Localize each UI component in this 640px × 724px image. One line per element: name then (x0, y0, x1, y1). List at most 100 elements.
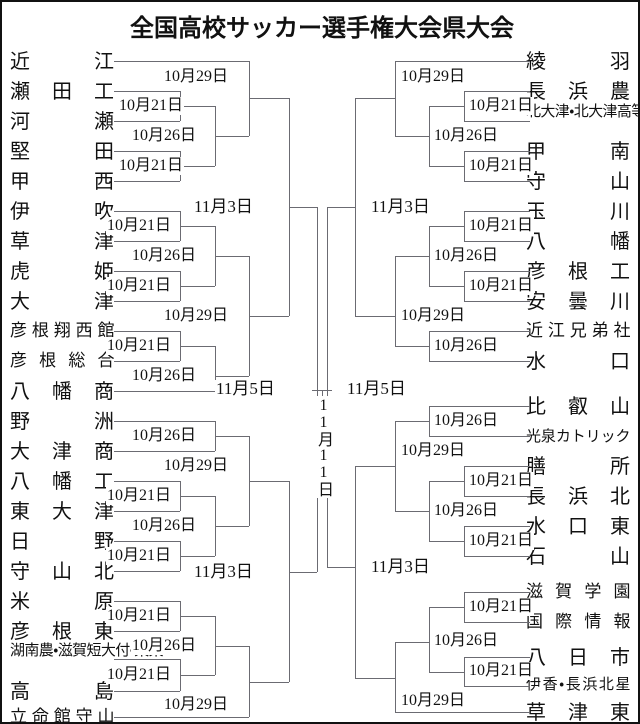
team-name: 河瀬 (10, 109, 114, 133)
team-entry[interactable]: 野洲 (10, 406, 114, 436)
team-entry[interactable]: 伊吹 (10, 196, 114, 226)
match-date: 11月3日 (193, 562, 254, 581)
team-entry[interactable]: 日野 (10, 526, 114, 556)
team-name: 大津 (10, 289, 114, 313)
team-entry[interactable]: 長浜農 (526, 76, 630, 106)
team-entry[interactable]: 堅田 (10, 136, 114, 166)
team-name: 長浜北 (526, 484, 630, 508)
team-entry[interactable]: 彦根東 (10, 616, 114, 646)
match-date: 10月29日 (163, 68, 230, 86)
bracket-line (327, 207, 355, 208)
bracket-line (395, 642, 429, 643)
team-entry[interactable]: 河瀬 (10, 106, 114, 136)
match-date: 10月21日 (468, 157, 535, 175)
bracket-line (355, 466, 356, 678)
bracket-line (114, 631, 180, 632)
bracket-line (464, 121, 530, 122)
team-entry[interactable]: 彦根総合 (10, 346, 115, 376)
bracket-line (464, 622, 530, 623)
team-entry[interactable]: 比叡山 (526, 391, 630, 421)
bracket-line (180, 675, 215, 676)
match-date: 11月5日 (346, 379, 407, 398)
team-name: 立命館守山 (10, 707, 115, 724)
team-entry[interactable]: 水口 (526, 346, 630, 376)
bracket-line (429, 106, 430, 166)
team-entry[interactable]: 八幡 (526, 226, 630, 256)
team-entry[interactable]: 伊香・長浜北星 (526, 669, 631, 699)
bracket-line (180, 616, 215, 617)
match-date: 10月21日 (468, 472, 535, 490)
match-date: 10月26日 (131, 367, 198, 385)
team-name: 野洲 (10, 409, 114, 433)
team-entry[interactable]: 綾羽 (526, 46, 630, 76)
team-entry[interactable]: 甲南 (526, 136, 630, 166)
team-entry[interactable]: 石山 (526, 541, 630, 571)
team-name: 甲南 (526, 139, 630, 163)
bracket-line (464, 657, 530, 658)
team-name: 伊吹 (10, 199, 114, 223)
bracket-line (429, 106, 464, 107)
match-date: 10月29日 (400, 442, 467, 460)
team-entry[interactable]: 東大津 (10, 496, 114, 526)
bracket-line (464, 271, 465, 301)
bracket-line (464, 592, 465, 622)
team-entry[interactable]: 立命館守山 (10, 702, 115, 724)
match-date: 10月29日 (163, 457, 230, 475)
team-entry[interactable]: 虎姫 (10, 256, 114, 286)
team-entry[interactable]: 安曇川 (526, 286, 630, 316)
team-entry[interactable]: 北大津・北大津高等養護 (526, 103, 638, 137)
match-date: 10月26日 (131, 637, 198, 655)
bracket-line (464, 91, 530, 92)
team-name: 滋賀学園 (526, 582, 631, 602)
bracket-line (114, 511, 180, 512)
team-entry[interactable]: 水口東 (526, 511, 630, 541)
bracket-line (464, 526, 530, 527)
team-entry[interactable]: 滋賀学園 (526, 577, 631, 607)
team-name: 大津商 (10, 439, 114, 463)
match-date: 11月3日 (370, 197, 431, 216)
match-date: 10月21日 (468, 277, 535, 295)
match-date: 10月21日 (468, 598, 535, 616)
bracket-line (215, 346, 216, 391)
bracket-line (429, 607, 430, 672)
team-entry[interactable]: 大津 (10, 286, 114, 316)
team-entry[interactable]: 八幡商 (10, 376, 114, 406)
match-date: 10月21日 (106, 547, 173, 565)
bracket-line (464, 151, 465, 181)
team-entry[interactable]: 大津商 (10, 436, 114, 466)
bracket-line (114, 331, 180, 332)
team-entry[interactable]: 八日市 (526, 642, 630, 672)
team-entry[interactable]: 近江兄弟社 (526, 316, 631, 346)
team-entry[interactable]: 長浜北 (526, 481, 630, 511)
team-entry[interactable]: 国際情報 (526, 607, 631, 637)
team-entry[interactable]: 甲西 (10, 166, 114, 196)
match-date: 10月29日 (400, 68, 467, 86)
team-entry[interactable]: 草津 (10, 226, 114, 256)
team-entry[interactable]: 守山北 (10, 556, 114, 586)
bracket-line (464, 592, 530, 593)
team-entry[interactable]: 米原 (10, 586, 114, 616)
team-name: 草津 (10, 229, 114, 253)
team-entry[interactable]: 光泉カトリック (526, 421, 631, 451)
team-entry[interactable]: 守山 (526, 166, 630, 196)
team-name: 伊香・長浜北星 (526, 675, 631, 693)
team-entry[interactable]: 高島 (10, 676, 114, 706)
team-name: 彦根翔西館 (10, 321, 115, 341)
bracket-line (429, 607, 464, 608)
team-entry[interactable]: 瀬田工 (10, 76, 114, 106)
team-entry[interactable]: 彦根翔西館 (10, 316, 115, 346)
bracket-line (215, 376, 249, 377)
team-entry[interactable]: 彦根工 (526, 256, 630, 286)
team-entry[interactable]: 八幡工 (10, 466, 114, 496)
team-entry[interactable]: 近江 (10, 46, 114, 76)
bracket-line (429, 226, 430, 286)
team-entry[interactable]: 草津東 (526, 697, 630, 722)
team-entry[interactable]: 膳所 (526, 451, 630, 481)
match-date: 10月21日 (468, 532, 535, 550)
bracket-line (429, 436, 530, 437)
team-entry[interactable]: 玉川 (526, 196, 630, 226)
team-name: 八幡工 (10, 469, 114, 493)
team-entry[interactable]: 湖南農・滋賀短大付・栗東 (10, 642, 164, 676)
bracket-line (312, 390, 327, 391)
bracket-line (114, 541, 180, 542)
